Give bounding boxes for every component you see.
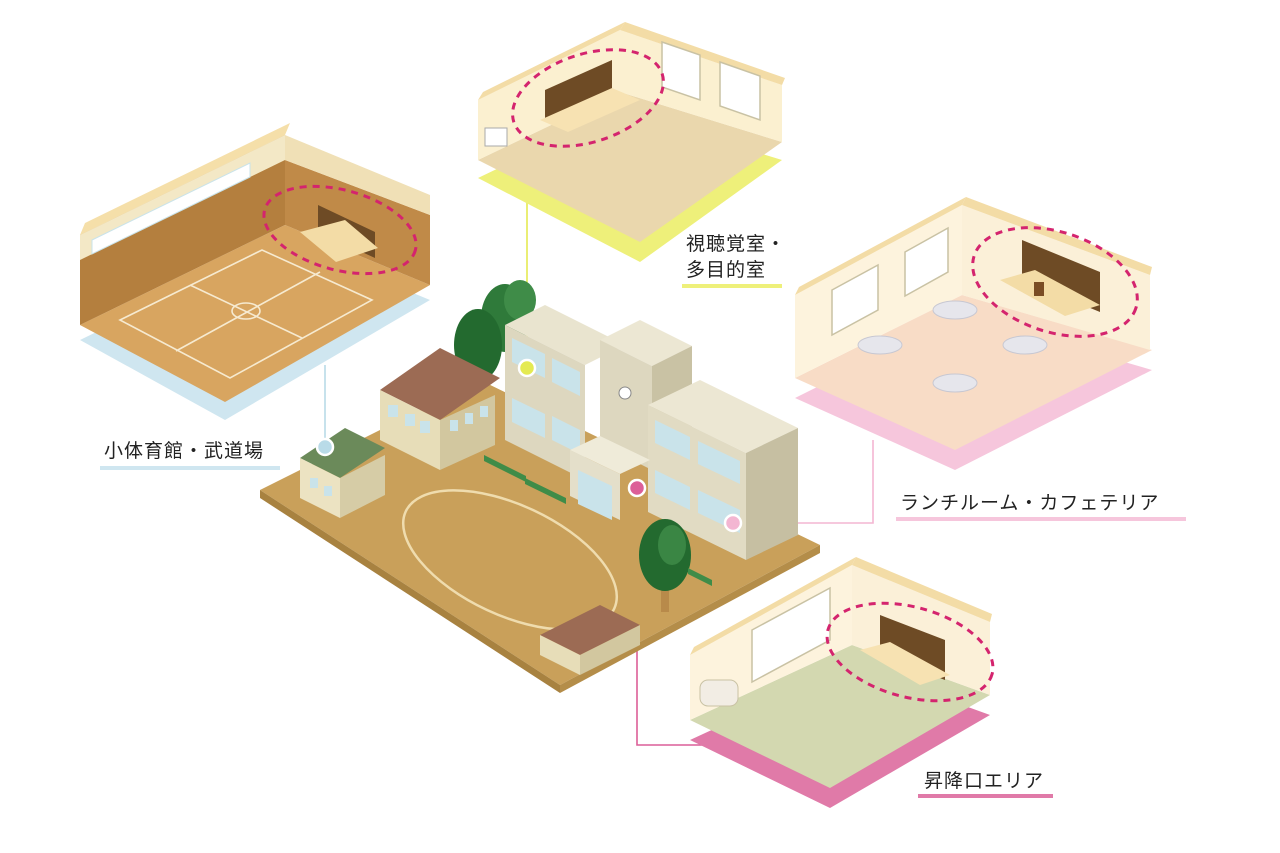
- underline-entrance: [918, 794, 1053, 798]
- cafe-room: [795, 197, 1152, 470]
- label-av-line2: 多目的室: [686, 257, 766, 283]
- gym-location-dot: [317, 439, 333, 455]
- underline-av: [682, 284, 782, 288]
- clock-icon: [619, 387, 631, 399]
- label-cafe: ランチルーム・カフェテリア: [900, 490, 1159, 516]
- underline-gym: [100, 466, 280, 470]
- label-gym: 小体育館・武道場: [104, 438, 264, 464]
- av-room: [478, 22, 785, 262]
- av-location-dot: [519, 360, 535, 376]
- underline-cafe: [896, 517, 1186, 521]
- cafe-location-dot: [725, 515, 741, 531]
- gym-room: [80, 123, 430, 420]
- label-av-line1: 視聴覚室・: [686, 231, 786, 257]
- entrance-location-dot: [629, 480, 645, 496]
- label-entrance: 昇降口エリア: [924, 768, 1044, 794]
- podium-icon: [1034, 282, 1044, 296]
